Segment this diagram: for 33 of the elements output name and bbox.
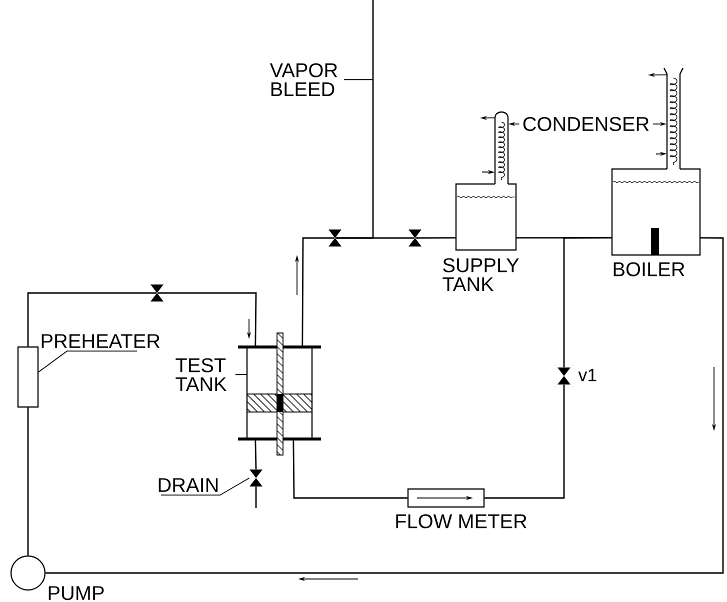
component-label: PREHEATER xyxy=(42,334,160,348)
component-label: BOILER xyxy=(614,262,684,276)
component-label: DRAIN xyxy=(158,478,218,492)
pipe-line xyxy=(46,237,724,574)
pipe-line xyxy=(416,237,456,239)
pipe-line xyxy=(255,486,257,508)
pipe-line xyxy=(254,440,257,470)
condenser-coil xyxy=(663,67,684,170)
component-label: PUMP xyxy=(48,586,104,600)
pipe-line xyxy=(292,440,408,499)
pipe-line xyxy=(484,384,565,499)
heater-box xyxy=(17,346,39,408)
pipe-line xyxy=(158,292,257,346)
pipe-line xyxy=(563,237,612,368)
pipe-line xyxy=(302,237,334,346)
component-label: VAPOR BLEED xyxy=(270,63,338,96)
valve-symbol xyxy=(250,470,262,486)
pipe-line xyxy=(27,408,29,556)
leader-line xyxy=(234,374,247,376)
component-label: v1 xyxy=(578,368,596,382)
leader-line xyxy=(38,350,138,372)
component-label: SUPPLY TANK xyxy=(442,258,519,292)
component-label: TEST TANK xyxy=(176,358,227,392)
component-label: CONDENSER xyxy=(523,116,649,132)
leader-line xyxy=(160,478,250,496)
component-label: FLOW METER xyxy=(396,514,526,528)
valve-symbol xyxy=(150,284,164,302)
leader-line xyxy=(344,79,374,80)
condenser-coil xyxy=(494,111,509,184)
pipe-line xyxy=(27,292,156,346)
valve-symbol xyxy=(408,230,422,246)
valve-symbol xyxy=(328,230,342,246)
pipe-line xyxy=(336,0,374,239)
